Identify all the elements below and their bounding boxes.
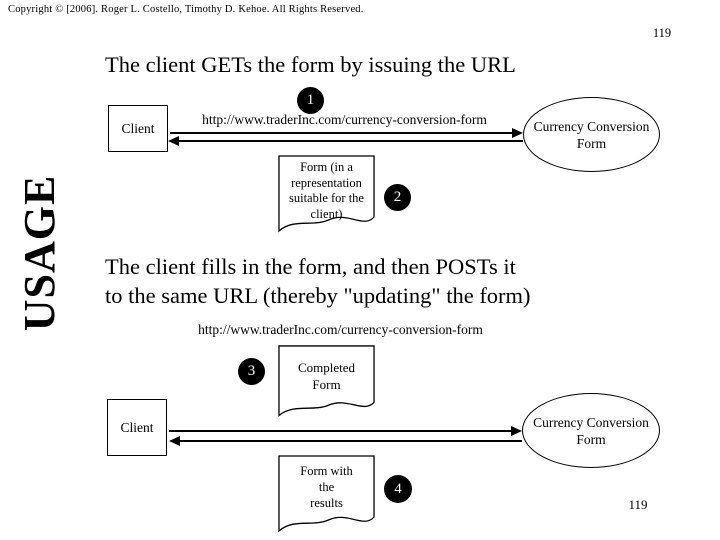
server-label: Currency Conversion Form (533, 118, 650, 151)
results-form-text: Form with the results (300, 464, 353, 510)
form-note-text: Form (in a representation suitable for t… (289, 160, 364, 221)
post-request-arrow (169, 426, 522, 436)
get-response-arrow (168, 136, 523, 146)
client-label: Client (121, 120, 155, 136)
server-ellipse-post: Currency Conversion Form (522, 393, 660, 468)
server-ellipse-get: Currency Conversion Form (523, 97, 660, 172)
copyright-text: Copyright © [2006]. Roger L. Costello, T… (8, 4, 364, 15)
get-request-arrow (170, 128, 523, 138)
post-url-text: http://www.traderInc.com/currency-conver… (198, 322, 483, 337)
server-label: Currency Conversion Form (533, 414, 649, 447)
results-form-document: Form with the results (278, 455, 375, 537)
client-box-get: Client (108, 105, 168, 152)
post-response-arrow (169, 436, 522, 446)
client-label: Client (120, 419, 154, 435)
page-number-top: 119 (652, 26, 672, 40)
page-number-bottom: 119 (628, 497, 648, 512)
completed-form-text: Completed Form (297, 360, 356, 392)
form-document-get: Form (in a representation suitable for t… (278, 155, 375, 237)
completed-form-document: Completed Form (278, 345, 375, 421)
client-box-post: Client (107, 399, 167, 456)
usage-sidebar-label: USAGE (15, 174, 64, 332)
get-url-text: http://www.traderInc.com/currency-conver… (202, 112, 487, 127)
step-4-badge: 4 (384, 475, 412, 503)
document-shape-icon (278, 455, 375, 537)
slide-title: The client GETs the form by issuing the … (105, 52, 516, 77)
document-shape-icon (278, 155, 375, 237)
step-2-badge: 2 (384, 184, 411, 211)
document-shape-icon (278, 345, 375, 421)
body-text: The client fills in the form, and then P… (105, 254, 531, 308)
step-1-badge: 1 (297, 87, 324, 114)
step-3-badge: 3 (238, 358, 265, 385)
